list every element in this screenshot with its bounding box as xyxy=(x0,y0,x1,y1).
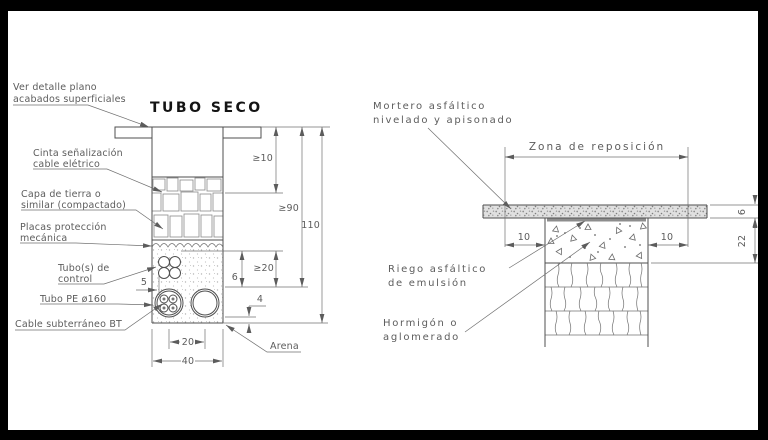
pe-tubes xyxy=(154,288,220,318)
dim-6-left: 6 xyxy=(232,272,238,283)
label-hormigon-2: aglomerado xyxy=(383,332,460,343)
left-dimensions: ≥10 ≥90 110 ≥20 6 5 4 20 40 xyxy=(136,126,330,367)
dim-ge90: ≥90 xyxy=(278,203,299,214)
label-capa-2: similar (compactado) xyxy=(21,200,126,211)
label-mortero-1: Mortero asfáltico xyxy=(373,100,486,112)
label-riego-1: Riego asfáltico xyxy=(388,263,487,275)
dim-20: 20 xyxy=(182,337,195,348)
dim-ge10: ≥10 xyxy=(252,153,273,164)
dim-22: 22 xyxy=(737,235,748,248)
frame-top xyxy=(0,0,768,11)
leader-mortero xyxy=(427,127,512,210)
leader-ver-detalle xyxy=(13,104,150,128)
leader-riego xyxy=(508,220,586,269)
label-cinta-2: cable elétrico xyxy=(33,159,100,170)
dim-5: 5 xyxy=(141,277,147,288)
dim-10-right: 10 xyxy=(661,232,674,243)
ground-hatch-left xyxy=(114,126,153,139)
frame-bottom xyxy=(0,430,768,440)
emulsion-layer xyxy=(547,218,646,222)
frame-left xyxy=(0,0,8,440)
leader-tubo-pe xyxy=(40,302,154,308)
control-tubes xyxy=(158,256,181,279)
label-cable-bt: Cable subterráneo BT xyxy=(15,319,122,330)
label-tubos-control-1: Tubo(s) de xyxy=(57,263,109,274)
label-mortero-2: nivelado y apisonado xyxy=(373,115,513,126)
leader-cable-bt xyxy=(15,303,163,331)
asphalt-top-layer xyxy=(151,126,224,178)
leader-capa xyxy=(21,209,164,230)
concrete-layer xyxy=(545,222,648,264)
right-section-patch xyxy=(482,204,708,347)
label-riego-2: de emulsión xyxy=(388,277,468,289)
leader-placas xyxy=(20,242,153,249)
label-ver-detalle-2: acabados superficiales xyxy=(13,94,126,105)
aggregate-layer xyxy=(545,262,648,336)
left-section-trench xyxy=(114,126,262,324)
dim-ge20: ≥20 xyxy=(253,263,274,274)
bt-cables xyxy=(159,294,178,313)
leader-tubos-control xyxy=(58,266,157,285)
protection-plates-layer xyxy=(151,239,224,248)
dim-6-right: 6 xyxy=(737,209,748,215)
label-capa-1: Capa de tierra o xyxy=(21,189,101,200)
right-labels: Mortero asfáltico nivelado y apisonado R… xyxy=(373,100,591,343)
label-tubo-pe: Tubo PE ø160 xyxy=(39,294,106,305)
compacted-earth-layer xyxy=(151,176,224,238)
right-dimensions: Zona de reposición 10 10 6 22 xyxy=(504,141,761,264)
label-cinta-1: Cinta señalización xyxy=(33,148,123,159)
ground-hatch-right xyxy=(222,126,262,139)
label-zona-reposicion: Zona de reposición xyxy=(529,141,665,153)
label-tubos-control-2: control xyxy=(58,274,92,285)
mortar-band xyxy=(483,205,707,218)
label-arena: Arena xyxy=(270,341,299,352)
dim-40: 40 xyxy=(182,356,195,367)
label-ver-detalle-1: Ver detalle plano xyxy=(13,82,97,93)
leader-arena xyxy=(225,324,301,353)
leader-cinta xyxy=(33,168,163,193)
leader-hormigon xyxy=(464,241,591,333)
frame-right xyxy=(758,0,768,440)
left-labels: TUBO SECO Ver detalle plano acabados sup… xyxy=(13,82,301,353)
dim-4: 4 xyxy=(257,294,263,305)
label-placas-2: mecánica xyxy=(20,233,67,244)
label-placas-1: Placas protección xyxy=(20,222,107,233)
label-hormigon-1: Hormigón o xyxy=(383,317,458,329)
left-title: TUBO SECO xyxy=(150,100,263,116)
dim-110: 110 xyxy=(301,220,320,231)
dim-10-left: 10 xyxy=(518,232,531,243)
